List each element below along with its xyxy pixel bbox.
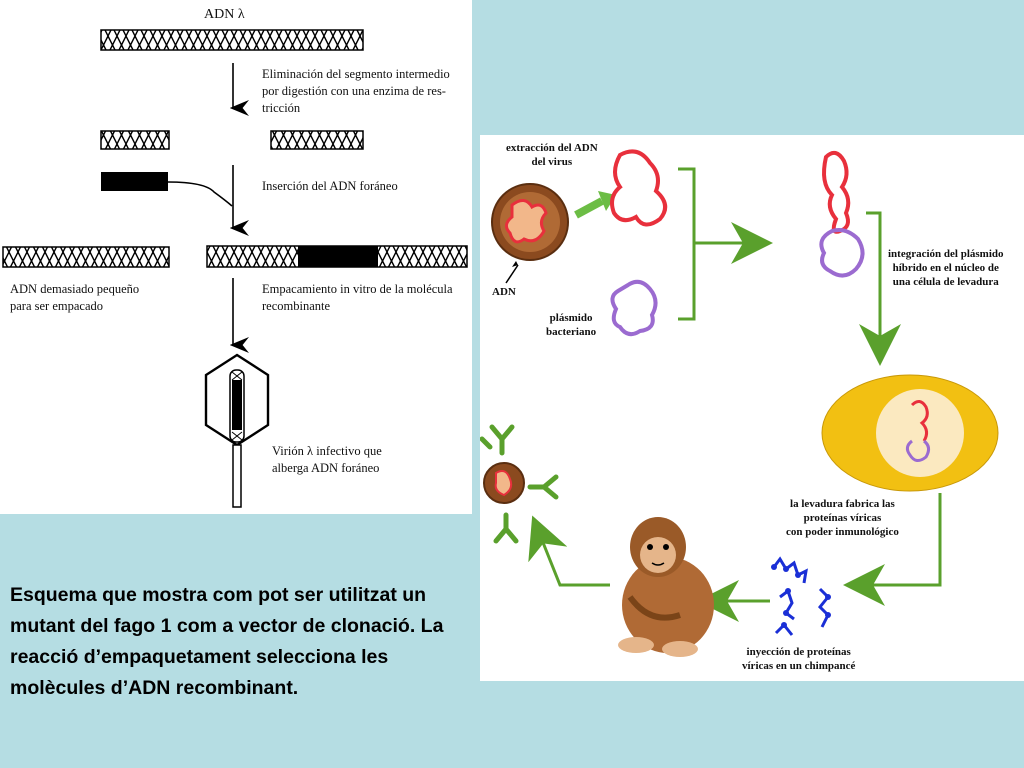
label-virion: Virión λ infectivo que alberga ADN forán… xyxy=(272,444,382,475)
slide-caption: Esquema que mostra com pot ser utilitzat… xyxy=(10,584,444,699)
vaccine-diagram-graphic xyxy=(480,149,999,657)
label-bacterial-plasmid: plásmido bacteriano xyxy=(546,312,597,338)
bacterial-plasmid xyxy=(610,279,658,337)
label-dna-extraction: extracción del ADN del virus xyxy=(506,142,598,168)
lambda-vector-diagram: ADN λ Eliminación del segmento intermedi… xyxy=(0,0,472,514)
lambda-diagram-graphic xyxy=(2,29,468,508)
arrow-to-proteins xyxy=(843,493,942,606)
label-dna: ADN xyxy=(492,286,516,298)
extracted-viral-dna xyxy=(610,149,668,227)
chimpanzee-figure xyxy=(618,517,714,657)
foreign-dna xyxy=(101,172,168,191)
too-small-dna xyxy=(2,246,170,268)
right-arm xyxy=(270,130,364,150)
arrow-to-antibodies xyxy=(528,515,610,587)
virion-tail xyxy=(232,444,242,508)
label-integration: integración del plásmido híbrido en el n… xyxy=(888,248,1004,288)
viral-proteins xyxy=(772,556,831,636)
label-yeast-proteins: la levadura fabrica las proteínas vírica… xyxy=(786,498,899,538)
foreign-insert-line xyxy=(167,181,233,207)
viral-dna xyxy=(505,199,548,244)
vaccine-production-diagram: extracción del ADN del virus ADN plásmid… xyxy=(480,135,1024,681)
label-too-small: ADN demasiado pequeño para ser empacado xyxy=(10,282,140,313)
left-arm xyxy=(100,130,170,150)
recombinant-insert xyxy=(298,246,378,267)
lambda-dna-full xyxy=(100,29,364,51)
hybrid-plasmid-bacterial xyxy=(819,228,865,278)
label-digestion: Eliminación del segmento intermedio por … xyxy=(262,67,450,115)
label-packaging: Empacamiento in vitro de la molécula rec… xyxy=(262,282,453,313)
yeast-nucleus xyxy=(876,389,964,477)
label-injection: inyección de proteínas víricas en un chi… xyxy=(742,646,856,672)
hybrid-plasmid-viral xyxy=(822,150,851,234)
antibodies xyxy=(480,424,559,544)
diagram-title: ADN λ xyxy=(204,7,245,22)
label-insertion: Inserción del ADN foráneo xyxy=(262,179,398,193)
